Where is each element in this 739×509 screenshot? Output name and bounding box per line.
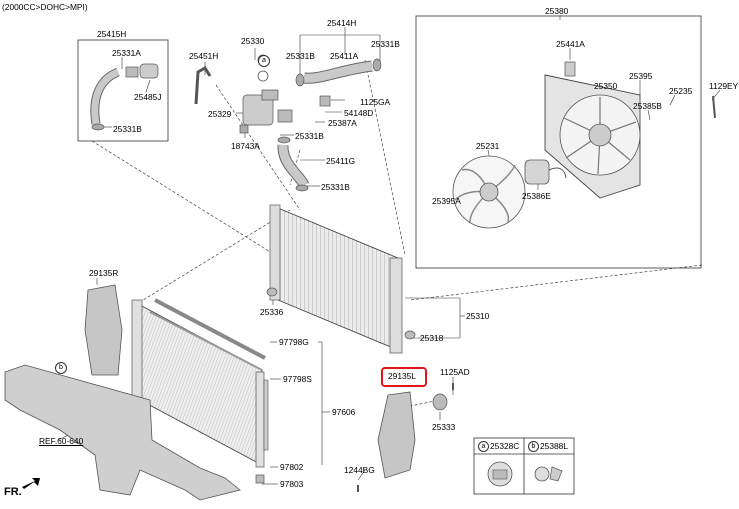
part-25387A[interactable]: 25387A [328, 118, 357, 128]
part-25331B-b[interactable]: 25331B [371, 39, 400, 49]
part-1125GA[interactable]: 1125GA [360, 97, 391, 107]
part-54148D[interactable]: 54148D [344, 108, 374, 118]
legend-clip-icon [534, 466, 563, 482]
part-97798G[interactable]: 97798G [279, 337, 309, 347]
ref-frame-link[interactable]: REF.60-640 [39, 436, 84, 446]
part-25330[interactable]: 25330 [241, 36, 265, 46]
part-25441A[interactable]: 25441A [556, 39, 585, 49]
part-25350[interactable]: 25350 [594, 81, 618, 91]
part-25411G[interactable]: 25411G [326, 156, 356, 166]
part-25331B-c[interactable]: 25331B [295, 131, 324, 141]
part-25331A-left[interactable]: 25331A [112, 48, 141, 58]
part-25331B-d[interactable]: 25331B [321, 182, 350, 192]
engine-spec: (2000CC>DOHC>MPI) [2, 2, 88, 12]
part-25414H[interactable]: 25414H [327, 18, 357, 28]
part-25333[interactable]: 25333 [432, 422, 456, 432]
part-1125AD[interactable]: 1125AD [440, 367, 470, 377]
part-25411A[interactable]: 25411A [330, 51, 359, 61]
callout-b-diagram[interactable]: b [55, 362, 67, 374]
part-25485J[interactable]: 25485J [134, 92, 162, 102]
part-1244BG[interactable]: 1244BG [344, 465, 375, 475]
part-25336[interactable]: 25336 [260, 307, 284, 317]
part-25329[interactable]: 25329 [208, 109, 232, 119]
part-25395[interactable]: 25395 [629, 71, 653, 81]
part-25415H[interactable]: 25415H [97, 29, 127, 39]
legend-a-marker: a [478, 441, 489, 452]
part-97606[interactable]: 97606 [332, 407, 356, 417]
front-orientation-label: FR. [4, 486, 22, 498]
highlight-29135L [381, 367, 427, 387]
legend-b-part[interactable]: 25388L [540, 441, 568, 451]
part-29135L[interactable]: 29135L [388, 371, 416, 381]
part-29135R[interactable]: 29135R [89, 268, 119, 278]
part-25231[interactable]: 25231 [476, 141, 500, 151]
part-25331B-left[interactable]: 25331B [113, 124, 142, 134]
part-97803[interactable]: 97803 [280, 479, 304, 489]
part-1129EY[interactable]: 1129EY [709, 81, 739, 91]
part-25310[interactable]: 25310 [466, 311, 490, 321]
part-97802[interactable]: 97802 [280, 462, 304, 472]
hose-group-box [77, 39, 169, 142]
part-25385B[interactable]: 25385B [633, 101, 662, 111]
part-25451H[interactable]: 25451H [189, 51, 219, 61]
part-97798S[interactable]: 97798S [283, 374, 312, 384]
legend-a-part[interactable]: 25328C [490, 441, 520, 451]
part-25331B-a[interactable]: 25331B [286, 51, 315, 61]
part-25235[interactable]: 25235 [669, 86, 693, 96]
part-25395A[interactable]: 25395A [432, 196, 461, 206]
legend-b-marker: b [528, 441, 539, 452]
part-25386E[interactable]: 25386E [522, 191, 551, 201]
callout-a-diagram[interactable]: a [258, 55, 270, 67]
part-25318[interactable]: 25318 [420, 333, 444, 343]
part-18743A[interactable]: 18743A [231, 141, 260, 151]
part-25380[interactable]: 25380 [545, 6, 569, 16]
fan-group-box [415, 15, 702, 269]
legend-cap-icon [487, 461, 513, 487]
